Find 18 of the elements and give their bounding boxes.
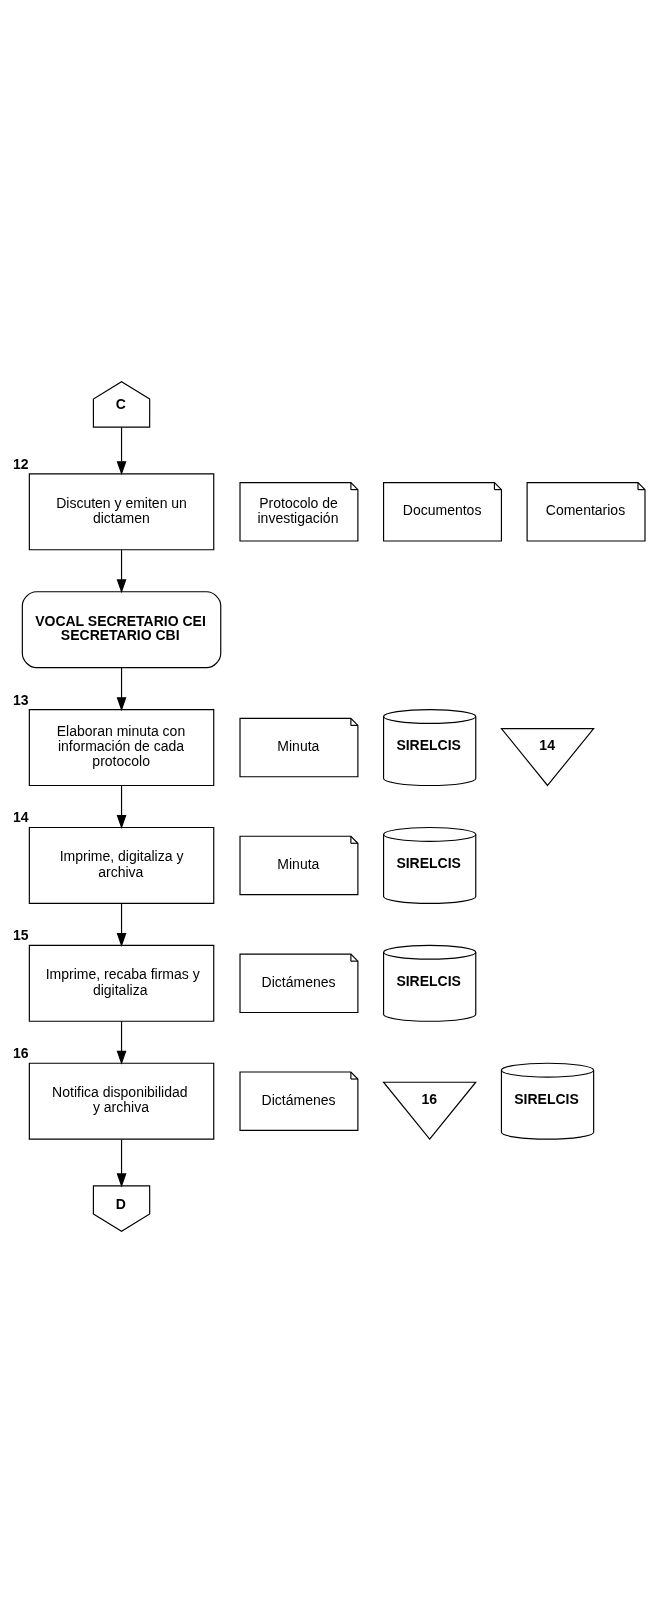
node-label: 15 xyxy=(13,927,29,944)
node-label: 14 xyxy=(13,809,29,826)
node-label: 16 xyxy=(13,1045,29,1062)
node-box: VOCAL SECRETARIO CEI SECRETARIO CBI xyxy=(21,591,222,669)
node-label: 13 xyxy=(13,691,29,708)
arrow xyxy=(116,1138,127,1188)
arrow xyxy=(116,667,127,712)
arrow xyxy=(116,785,127,830)
node-box: Discuten y emiten un dictamen xyxy=(28,473,215,551)
arrow xyxy=(116,1020,127,1065)
arrow xyxy=(116,549,127,594)
node-box: Imprime, digitaliza y archiva xyxy=(28,826,215,904)
arrow xyxy=(116,902,127,947)
node-box: Notifica disponibilidad y archiva xyxy=(28,1062,215,1140)
node-box: Imprime, recaba firmas y digitaliza xyxy=(28,944,215,1022)
node-label: 12 xyxy=(13,455,29,472)
arrow xyxy=(116,426,127,476)
node-box: Elaboran minuta con información de cada protocolo xyxy=(28,709,215,787)
